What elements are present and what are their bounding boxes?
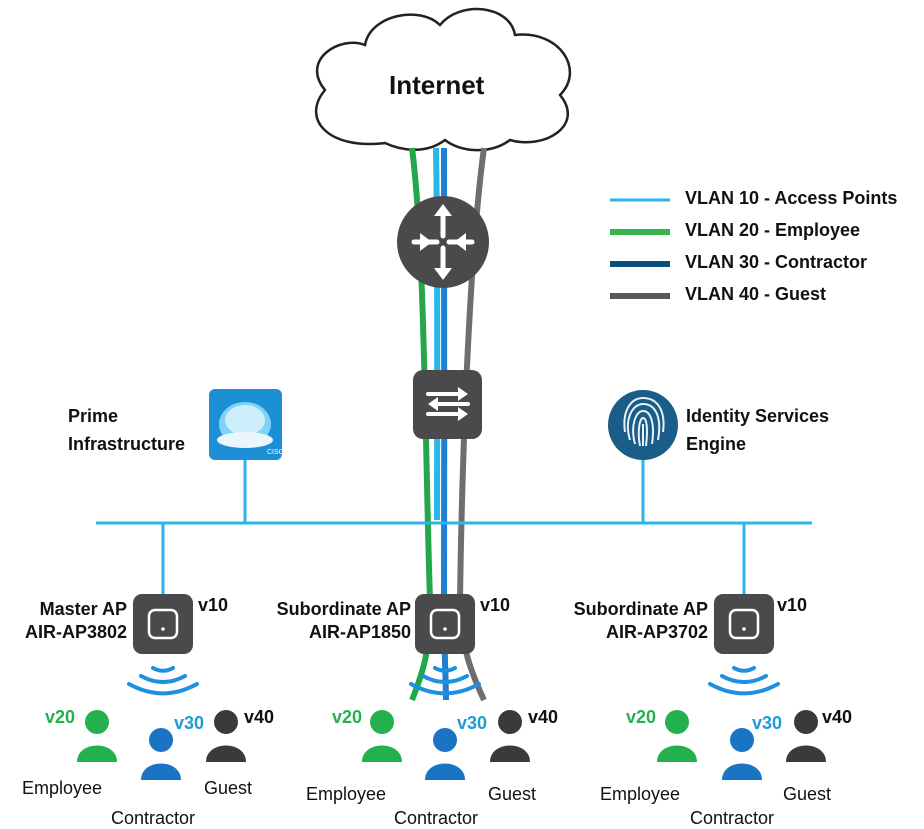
- group2-contractor: Contractor: [394, 808, 479, 828]
- legend-label-vlan20: VLAN 20 - Employee: [685, 220, 861, 240]
- group3-guest: Guest: [783, 784, 832, 804]
- employee-person-icon-3: [657, 710, 697, 762]
- ap1-vlan: v10: [198, 595, 229, 615]
- fingerprint-icon: [608, 390, 678, 460]
- ap-face: [429, 608, 461, 640]
- prime-label-line1: Prime: [68, 406, 119, 426]
- ap2-name: Subordinate AP: [276, 599, 411, 619]
- svg-text:CISCO: CISCO: [267, 449, 290, 456]
- guest-person-icon-3: [786, 710, 826, 762]
- ise-label-line2: Engine: [686, 434, 747, 454]
- group1-guest: Guest: [204, 778, 253, 798]
- person-body: [141, 763, 181, 780]
- group1-v40: v40: [244, 707, 275, 727]
- group3-contractor: Contractor: [690, 808, 775, 828]
- ap-body: [133, 594, 193, 654]
- ap-body: [714, 594, 774, 654]
- ap3-name: Subordinate AP: [573, 599, 708, 619]
- group3-v30: v30: [752, 713, 783, 733]
- person-body: [722, 763, 762, 780]
- person-head: [214, 710, 238, 734]
- person-body: [362, 745, 402, 762]
- wifi-icon-1: [127, 666, 199, 696]
- ap-face: [728, 608, 760, 640]
- employee-person-icon-1: [77, 710, 117, 762]
- switch-icon: [413, 370, 482, 439]
- client-icons: [77, 710, 826, 780]
- contractor-person-icon-3: [722, 728, 762, 780]
- ise-label-line1: Identity Services: [686, 406, 830, 426]
- wifi-arc: [127, 682, 199, 696]
- wifi-arc: [720, 674, 768, 685]
- wifi-icon-3: [708, 666, 780, 696]
- wifi-arc: [139, 674, 187, 685]
- guest-person-icon-2: [490, 710, 530, 762]
- wireless-signal-icons: [127, 666, 780, 696]
- wifi-arc: [421, 674, 469, 685]
- group1-employee: Employee: [22, 778, 103, 798]
- vlan10-bus: [96, 460, 812, 596]
- person-head: [498, 710, 522, 734]
- wifi-arc: [433, 666, 457, 673]
- internet-label: Internet: [389, 70, 485, 100]
- access-point-icons: [133, 594, 774, 654]
- wifi-arc: [732, 666, 756, 673]
- wifi-icon-2: [409, 666, 481, 696]
- ap-led: [161, 627, 165, 631]
- access-point-icon-3: [714, 594, 774, 654]
- access-point-icon-1: [133, 594, 193, 654]
- guest-person-icon-1: [206, 710, 246, 762]
- employee-person-icon-2: [362, 710, 402, 762]
- ap1-model: AIR-AP3802: [24, 622, 127, 642]
- person-body: [77, 745, 117, 762]
- person-head: [794, 710, 818, 734]
- person-head: [433, 728, 457, 752]
- person-head: [85, 710, 109, 734]
- group3-v40: v40: [822, 707, 853, 727]
- person-head: [149, 728, 173, 752]
- ap-body: [415, 594, 475, 654]
- person-body: [206, 745, 246, 762]
- group3-employee: Employee: [600, 784, 681, 804]
- group3-v20: v20: [626, 707, 657, 727]
- person-body: [657, 745, 697, 762]
- legend-label-vlan30: VLAN 30 - Contractor: [685, 252, 868, 272]
- ap1-name: Master AP: [39, 599, 127, 619]
- group2-v30: v30: [457, 713, 488, 733]
- group2-v20: v20: [332, 707, 363, 727]
- wifi-arc: [151, 666, 175, 673]
- ap3-model: AIR-AP3702: [605, 622, 708, 642]
- group2-v40: v40: [528, 707, 559, 727]
- group2-employee: Employee: [306, 784, 387, 804]
- contractor-person-icon-1: [141, 728, 181, 780]
- prime-label-line2: Infrastructure: [68, 434, 186, 454]
- wifi-arc: [708, 682, 780, 696]
- contractor-person-icon-2: [425, 728, 465, 780]
- access-point-icon-2: [415, 594, 475, 654]
- person-head: [665, 710, 689, 734]
- ap3-vlan: v10: [777, 595, 808, 615]
- person-head: [370, 710, 394, 734]
- ap-led: [742, 627, 746, 631]
- legend-swatches: [610, 198, 670, 299]
- person-body: [786, 745, 826, 762]
- legend-label-vlan40: VLAN 40 - Guest: [685, 284, 827, 304]
- ap2-vlan: v10: [480, 595, 511, 615]
- router-icon: [397, 196, 489, 288]
- person-body: [425, 763, 465, 780]
- group1-contractor: Contractor: [111, 808, 196, 828]
- group1-v30: v30: [174, 713, 205, 733]
- ap-face: [147, 608, 179, 640]
- ap-led: [443, 627, 447, 631]
- legend-label-vlan10: VLAN 10 - Access Points: [685, 188, 898, 208]
- person-head: [730, 728, 754, 752]
- person-body: [490, 745, 530, 762]
- group2-guest: Guest: [488, 784, 537, 804]
- wifi-arc: [409, 682, 481, 696]
- group1-v20: v20: [45, 707, 76, 727]
- ap2-model: AIR-AP1850: [308, 622, 411, 642]
- prime-infrastructure-icon: CISCO: [209, 389, 290, 460]
